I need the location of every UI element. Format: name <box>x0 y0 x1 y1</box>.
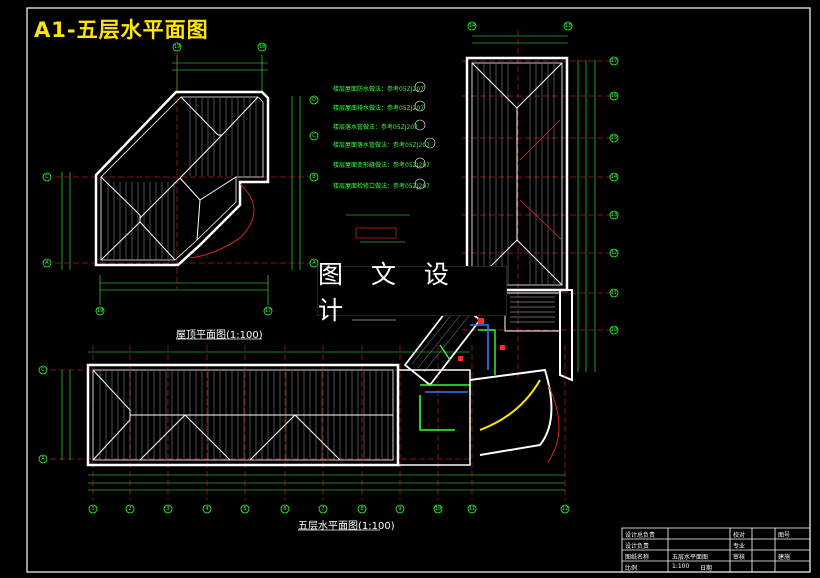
wing-plan <box>462 21 619 382</box>
axis-label-wing-right: 14 <box>610 174 618 180</box>
axis-label-roof-right: C <box>312 133 316 139</box>
axis-label-wing-right: 12 <box>610 250 618 256</box>
axis-label-wing-top: 14 <box>468 23 476 29</box>
axis-label-roof-bottom: 17 <box>264 308 272 314</box>
tb-design: 设计负责 <box>625 543 650 550</box>
axis-label-floor-bottom: 10 <box>434 506 442 512</box>
tb-discipline: 专业 <box>733 543 746 550</box>
axis-label-wing-right: 10 <box>610 327 618 333</box>
tb-date: 日期 <box>700 565 713 572</box>
axis-label-floor-bottom: 5 <box>243 506 247 512</box>
axis-label-floor-bottom: 8 <box>360 506 364 512</box>
tb-design-lead: 设计总负责 <box>625 532 656 539</box>
tb-sheet-no: 图号 <box>778 532 791 539</box>
axis-label-floor-bottom: 11 <box>468 506 476 512</box>
axis-label-roof-top: 19 <box>173 44 181 50</box>
tb-review: 校对 <box>733 532 746 539</box>
axis-label-floor-bottom: 1 <box>91 506 95 512</box>
axis-label-wing-right: 15 <box>610 135 618 141</box>
axis-label-wing-right: 17 <box>610 58 618 64</box>
roof-plan <box>42 42 319 316</box>
tb-drawing-name-value: 五层水平面图 <box>672 554 709 561</box>
axis-label-roof-bottom: 19 <box>96 308 104 314</box>
axis-label-wing-right: 13 <box>610 212 618 218</box>
axis-label-roof-right: D <box>312 97 316 103</box>
note-expansion-joint: 楼层屋面变形缝做法：参考05ZJ207 <box>333 162 430 169</box>
floor-plan-caption: 五层水平面图(1:100) <box>298 521 395 532</box>
axis-label-roof-left: C <box>45 174 49 180</box>
note-roof-drainage: 楼层屋面排水做法：参考05ZJ207 <box>333 105 424 112</box>
axis-label-wing-right: 11 <box>610 290 618 296</box>
axis-label-roof-right: A <box>312 260 316 266</box>
floor-plan <box>38 345 570 514</box>
axis-label-roof-top: 18 <box>258 44 266 50</box>
connector-plan <box>403 298 560 463</box>
axis-label-floor-left: C <box>41 367 45 373</box>
note-access-hatch: 楼层屋面检修口做法：参考05ZJ207 <box>333 183 430 190</box>
note-roof-waterproof: 楼层屋面防水做法：参考05ZJ207 <box>333 86 424 93</box>
tb-drawing-name: 图纸名称 <box>625 554 650 561</box>
tb-approve: 审核 <box>733 554 746 561</box>
axis-label-floor-bottom: 3 <box>166 506 170 512</box>
watermark-label: 图 文 设 计 <box>317 260 507 325</box>
sheet-border <box>26 7 811 573</box>
axis-label-roof-right: B <box>312 174 316 180</box>
axis-label-floor-bottom: 6 <box>283 506 287 512</box>
axis-label-floor-bottom: 7 <box>321 506 325 512</box>
note-downpipe: 楼层落水管做法：参考05ZJ207 <box>333 124 418 131</box>
note-roof-downpipe: 楼层屋面落水管做法：参考05ZJ207 <box>333 142 430 149</box>
roof-plan-caption: 屋顶平面图(1:100) <box>176 330 263 341</box>
axis-label-floor-left: A <box>41 456 45 462</box>
tb-category: 建施 <box>778 554 791 561</box>
axis-label-roof-left: A <box>45 260 49 266</box>
axis-label-floor-bottom: 9 <box>398 506 402 512</box>
axis-label-floor-bottom: 2 <box>128 506 132 512</box>
sheet-title: A1-五层水平面图 <box>34 18 209 42</box>
tb-scale-value: 1:100 <box>672 563 690 570</box>
title-block <box>621 527 811 573</box>
axis-label-wing-top: 13 <box>564 23 572 29</box>
axis-label-floor-bottom: 12 <box>561 506 569 512</box>
detail-symbols <box>346 81 436 321</box>
tb-scale: 比例 <box>625 565 638 572</box>
axis-label-wing-right: 16 <box>610 93 618 99</box>
axis-label-floor-bottom: 4 <box>205 506 209 512</box>
